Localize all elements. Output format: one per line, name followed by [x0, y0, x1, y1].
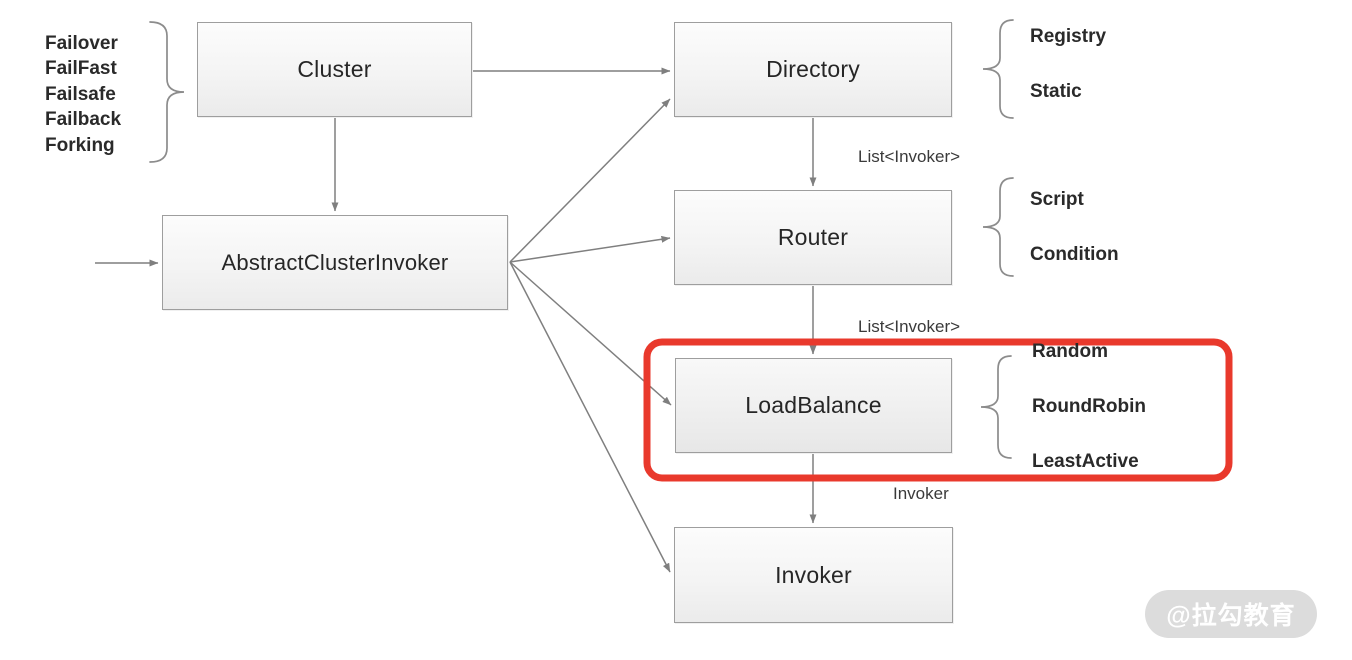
- abstract-cluster-invoker-box-label: AbstractClusterInvoker: [221, 249, 449, 275]
- directory-box: Directory: [674, 22, 952, 117]
- brace-loadbalance-types: [980, 355, 1012, 459]
- watermark-text: @拉勾教育: [1166, 602, 1296, 630]
- brace-cluster-strategies: [149, 21, 185, 163]
- strategy-forking-label: Forking: [45, 135, 115, 156]
- edge-label-loadbalance-invoker: Invoker: [893, 484, 949, 503]
- loadbalance-box: LoadBalance: [675, 358, 952, 453]
- cluster-box: Cluster: [197, 22, 472, 117]
- router-type-script-label: Script: [1030, 189, 1084, 210]
- brace-directory-types: [982, 19, 1014, 119]
- cluster-box-label: Cluster: [297, 56, 372, 82]
- edge-label-router-loadbalance: List<Invoker>: [858, 317, 961, 336]
- strategy-failback-label: Failback: [45, 109, 122, 130]
- loadbalance-type-roundrobin-label: RoundRobin: [1032, 396, 1146, 417]
- directory-box-label: Directory: [766, 56, 860, 82]
- arrow-aci-to-router: [509, 235, 671, 263]
- router-box: Router: [674, 190, 952, 285]
- brace-router-types: [982, 177, 1014, 277]
- invoker-box-label: Invoker: [775, 561, 852, 588]
- loadbalance-type-random-label: Random: [1032, 341, 1108, 362]
- watermark-badge: @拉勾教育: [1145, 590, 1317, 638]
- loadbalance-type-leastactive-label: LeastActive: [1032, 451, 1139, 472]
- router-box-label: Router: [777, 224, 849, 250]
- strategy-failsafe-label: Failsafe: [45, 84, 116, 105]
- invoker-box: Invoker: [674, 527, 953, 623]
- abstract-cluster-invoker-box: AbstractClusterInvoker: [162, 215, 508, 310]
- router-type-condition-label: Condition: [1030, 244, 1119, 265]
- highlight-rect-loadbalance: [643, 338, 1233, 482]
- arrow-aci-to-invoker: [509, 261, 671, 573]
- directory-type-registry-label: Registry: [1030, 26, 1107, 47]
- directory-type-static-label: Static: [1030, 81, 1082, 102]
- strategy-failfast-label: FailFast: [45, 58, 117, 79]
- loadbalance-box-label: LoadBalance: [745, 392, 882, 418]
- edge-label-directory-router: List<Invoker>: [858, 147, 961, 166]
- arrow-aci-to-directory: [509, 98, 671, 263]
- strategy-failover-label: Failover: [45, 33, 118, 54]
